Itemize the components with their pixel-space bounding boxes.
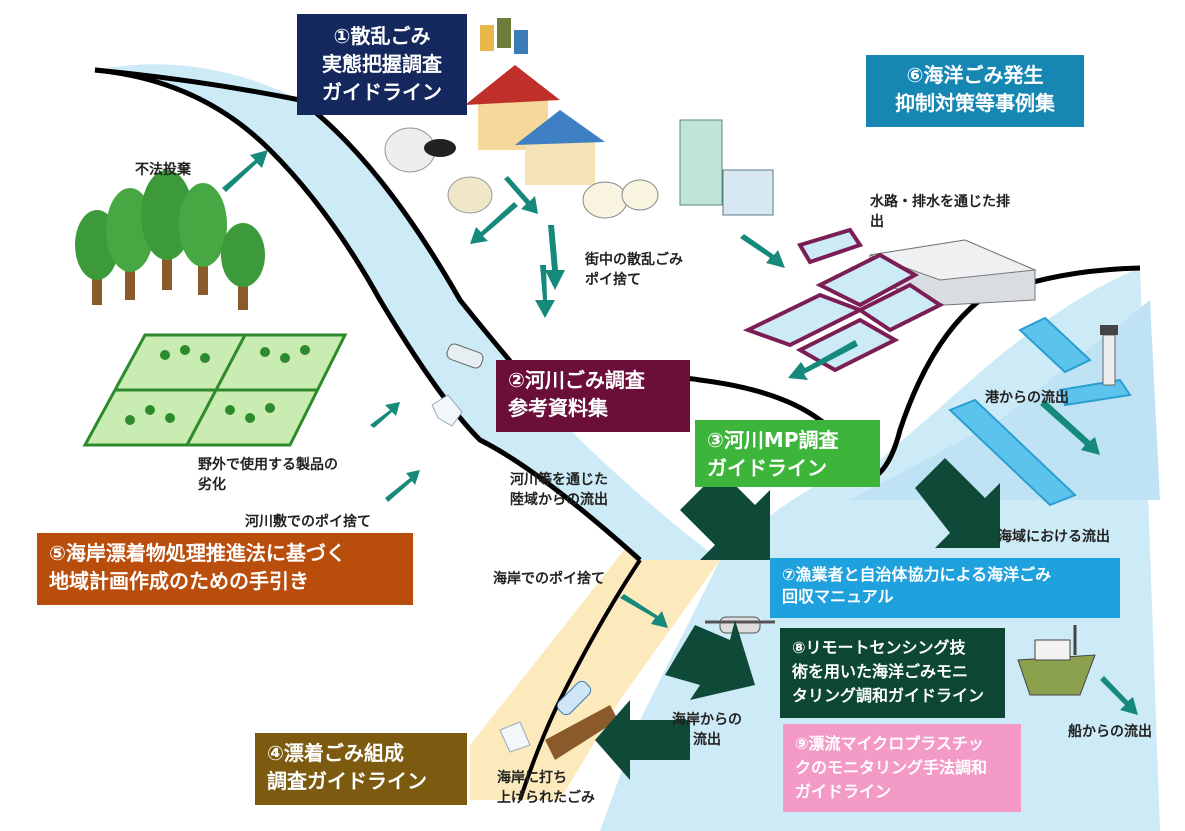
guide-box-2-river-litter: ②河川ごみ調査 参考資料集 bbox=[496, 360, 690, 432]
guide-7-line-1: ⑦漁業者と自治体協力による海洋ごみ bbox=[782, 565, 1052, 584]
guide-3-line-2: ガイドライン bbox=[707, 456, 827, 480]
label-sea-outflow: 海域における流出 bbox=[998, 529, 1110, 545]
small-arrows bbox=[222, 150, 1138, 715]
guide-box-1-litter-survey: ①散乱ごみ 実態把握調査 ガイドライン bbox=[297, 14, 467, 115]
guide-5-line-1: ⑤海岸漂着物処理推進法に基づく bbox=[49, 541, 346, 565]
guide-1-line-1: ①散乱ごみ bbox=[333, 24, 431, 48]
guide-1-line-3: ガイドライン bbox=[322, 80, 442, 104]
label-riverbed-litter: 河川敷でのポイ捨て bbox=[245, 514, 371, 530]
label-washed-up-litter: 海岸に打ち 上げられたごみ bbox=[497, 768, 595, 808]
label-illegal-dumping: 不法投棄 bbox=[135, 162, 191, 178]
guide-8-line-2: 術を用いた海洋ごみモニ bbox=[792, 662, 969, 681]
guide-4-line-1: ④漂着ごみ組成 bbox=[267, 741, 404, 765]
guide-2-line-1: ②河川ごみ調査 bbox=[508, 368, 645, 392]
guide-6-line-2: 抑制対策等事例集 bbox=[895, 91, 1055, 115]
label-beach-outflow-line-1: 海岸からの bbox=[672, 712, 742, 728]
guide-box-9-microplastics: ⑨漂流マイクロプラスチッ クのモニタリング手法調和 ガイドライン bbox=[783, 724, 1021, 812]
label-waterway-line-1: 水路・排水を通じた排 bbox=[870, 194, 1010, 210]
label-washed-up-line-2: 上げられたごみ bbox=[497, 790, 595, 806]
guide-6-line-1: ⑥海洋ごみ発生 bbox=[906, 63, 1044, 87]
guide-box-7-fishers-collection: ⑦漁業者と自治体協力による海洋ごみ 回収マニュアル bbox=[770, 558, 1120, 618]
lighthouse-illustration bbox=[1100, 325, 1118, 386]
guide-8-line-1: ⑧リモートセンシング技 bbox=[792, 638, 966, 657]
label-land-outflow: 河川等を通じた 陸域からの流出 bbox=[510, 470, 608, 510]
river bbox=[95, 64, 720, 561]
drone-illustration bbox=[705, 616, 775, 634]
litter-illustration bbox=[384, 18, 659, 219]
label-beach-outflow-line-2: 流出 bbox=[693, 732, 721, 748]
large-arrows bbox=[595, 458, 1000, 780]
beach-area bbox=[470, 530, 720, 800]
houses-illustration bbox=[465, 65, 605, 185]
guide-box-8-remote-sensing: ⑧リモートセンシング技 術を用いた海洋ごみモニ タリング調和ガイドライン bbox=[780, 628, 1005, 718]
label-beach-outflow: 海岸からの 流出 bbox=[672, 710, 742, 750]
guide-box-3-river-mp: ③河川MP調査 ガイドライン bbox=[695, 420, 880, 487]
plastic-litter bbox=[431, 343, 618, 760]
guide-box-4-beached-litter: ④漂着ごみ組成 調査ガイドライン bbox=[255, 733, 467, 805]
guide-1-line-2: 実態把握調査 bbox=[322, 52, 442, 76]
guide-9-line-3: ガイドライン bbox=[795, 782, 892, 801]
guide-9-line-1: ⑨漂流マイクロプラスチッ bbox=[795, 734, 984, 753]
label-street-litter-line-2: ポイ捨て bbox=[585, 272, 641, 288]
guide-4-line-2: 調査ガイドライン bbox=[267, 769, 427, 793]
label-waterway-discharge: 水路・排水を通じた排 出 bbox=[870, 192, 1010, 232]
label-land-outflow-line-1: 河川等を通じた bbox=[510, 472, 608, 488]
label-land-outflow-line-2: 陸域からの流出 bbox=[510, 492, 608, 508]
forest-illustration bbox=[75, 170, 265, 310]
label-product-degradation: 野外で使用する製品の 劣化 bbox=[198, 455, 338, 495]
label-street-litter: 街中の散乱ごみ ポイ捨て bbox=[585, 250, 683, 290]
label-street-litter-line-1: 街中の散乱ごみ bbox=[585, 252, 683, 268]
guide-8-line-3: タリング調和ガイドライン bbox=[792, 686, 985, 705]
label-product-line-2: 劣化 bbox=[198, 477, 226, 493]
ship-illustration bbox=[1017, 625, 1096, 696]
label-product-line-1: 野外で使用する製品の bbox=[198, 457, 338, 473]
label-waterway-line-2: 出 bbox=[870, 214, 884, 230]
guide-5-line-2: 地域計画作成のための手引き bbox=[49, 569, 309, 593]
guide-box-5-regional-plan: ⑤海岸漂着物処理推進法に基づく 地域計画作成のための手引き bbox=[37, 533, 413, 605]
label-beach-litter: 海岸でのポイ捨て bbox=[493, 571, 605, 587]
farm-field-illustration bbox=[82, 333, 348, 447]
guide-7-line-2: 回収マニュアル bbox=[782, 587, 894, 606]
guide-9-line-2: クのモニタリング手法調和 bbox=[795, 758, 988, 777]
label-washed-up-line-1: 海岸に打ち bbox=[497, 770, 567, 786]
port-piers bbox=[948, 316, 1132, 507]
guide-3-line-1: ③河川MP調査 bbox=[707, 428, 839, 452]
label-ship-outflow: 船からの流出 bbox=[1068, 724, 1152, 740]
vending-machines-illustration bbox=[679, 119, 774, 216]
guide-box-6-marine-litter-cases: ⑥海洋ごみ発生 抑制対策等事例集 bbox=[866, 55, 1084, 127]
label-port-outflow: 港からの流出 bbox=[985, 390, 1069, 406]
guide-2-line-2: 参考資料集 bbox=[508, 396, 608, 420]
